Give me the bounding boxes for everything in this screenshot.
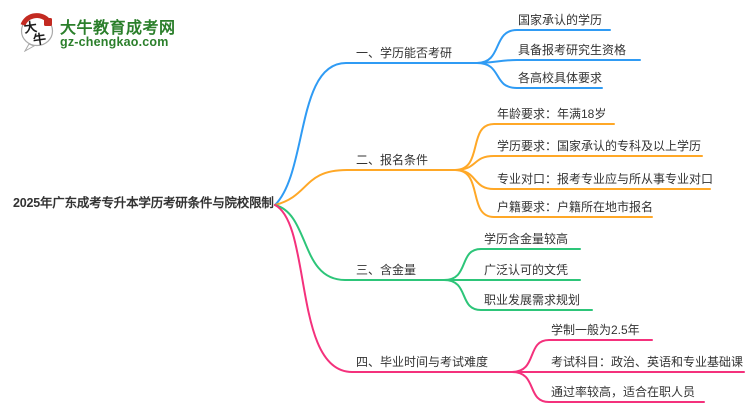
branch-1-leaf-1-link <box>476 29 611 64</box>
logo-url: gz-chengkao.com <box>60 35 169 49</box>
branch-4-leaf-1: 学制一般为2.5年 <box>551 323 640 337</box>
logo-red-arc <box>20 13 49 27</box>
branch-1-leaf-3-link <box>476 62 603 89</box>
branch-3-leaf-1-link <box>443 248 581 281</box>
branch-4-link <box>274 204 513 373</box>
branch-3-leaf-3: 职业发展需求规划 <box>484 293 581 307</box>
logo-title: 大牛教育成考网 <box>60 20 176 37</box>
branch-2-leaf-4-link <box>454 169 653 218</box>
branch-3-link <box>274 204 445 281</box>
central-topic: 2025年广东成考专升本学历考研条件与院校限制 <box>13 196 274 210</box>
branch-4-leaf-2: 考试科目：政治、英语和专业基础课 <box>551 355 744 369</box>
branch-2-leaf-4: 户籍要求：户籍所在地市报名 <box>497 200 654 214</box>
branch-3-leaf-3-link <box>443 279 593 311</box>
branch-2-leaf-1-link <box>454 123 615 171</box>
branch-2-leaf-2-link <box>454 155 703 171</box>
logo-bubble-icon: 大 牛 <box>20 13 54 52</box>
site-logo: 大 牛 大牛教育成考网 gz-chengkao.com <box>20 12 180 52</box>
branch-4-leaf-1-link <box>511 339 653 373</box>
branch-3-leaf-2: 广泛认可的文凭 <box>484 263 569 277</box>
branch-1-leaf-2: 具备报考研究生资格 <box>518 43 627 57</box>
branch-3-label: 三、含金量 <box>356 263 417 277</box>
branch-1-leaf-1: 国家承认的学历 <box>518 13 603 27</box>
logo-seal-icon <box>44 18 52 26</box>
branch-1-leaf-3: 各高校具体要求 <box>518 71 603 85</box>
branch-3-leaf-1: 学历含金量较高 <box>484 232 569 246</box>
branch-1-link <box>274 62 478 206</box>
branch-2-leaf-1: 年龄要求：年满18岁 <box>497 107 607 121</box>
logo-icon-char-1: 大 <box>23 19 38 36</box>
branch-4-leaf-3-link <box>511 371 705 403</box>
logo-icon-char-2: 牛 <box>32 31 47 48</box>
branch-2-leaf-2: 学历要求：国家承认的专科及以上学历 <box>497 139 702 153</box>
branch-2-link <box>274 169 456 206</box>
branch-1-leaf-2-link <box>476 59 641 64</box>
branch-4-leaf-3: 通过率较高，适合在职人员 <box>551 385 696 399</box>
branch-4-label: 四、毕业时间与考试难度 <box>356 355 489 369</box>
branch-2-label: 二、报名条件 <box>356 153 429 167</box>
branch-2-leaf-3: 专业对口：报考专业应与所从事专业对口 <box>497 172 714 186</box>
branch-1-label: 一、学历能否考研 <box>356 46 453 60</box>
